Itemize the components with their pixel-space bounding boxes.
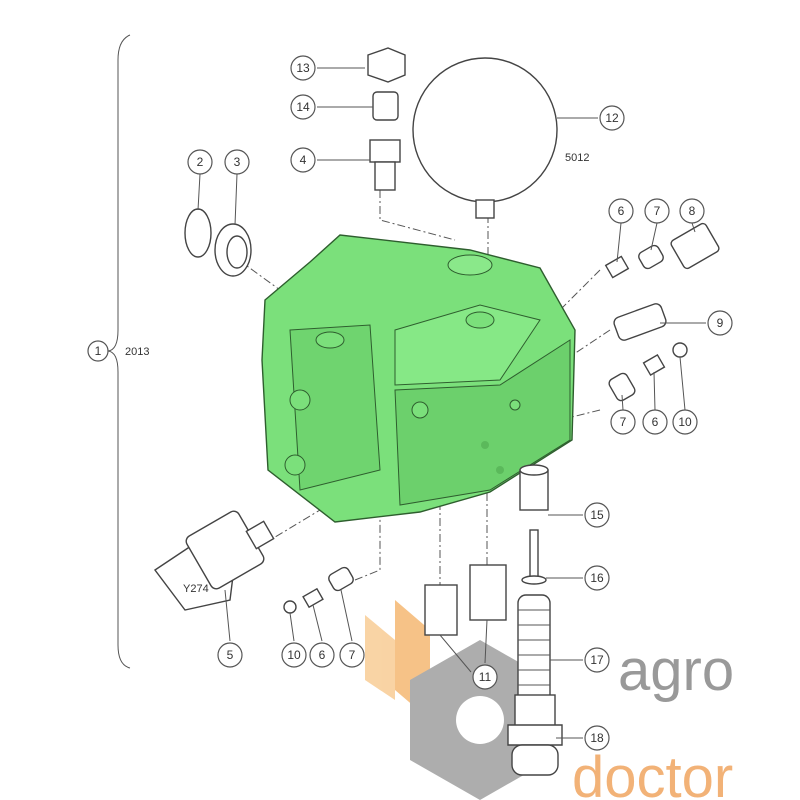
part-6-spring-top	[604, 255, 630, 279]
part-14-plug	[372, 91, 399, 121]
valve-block	[261, 234, 576, 523]
part-9-valve	[613, 303, 667, 341]
callout-5: 5	[217, 642, 243, 668]
part-17-spring	[517, 594, 551, 706]
svg-text:8: 8	[689, 204, 696, 218]
callout-10-mid: 10	[672, 409, 698, 435]
svg-text:11: 11	[479, 670, 492, 684]
svg-text:10: 10	[287, 648, 301, 662]
svg-text:3: 3	[234, 155, 241, 169]
svg-text:5: 5	[227, 648, 234, 662]
part-16-pin	[521, 529, 547, 585]
callout-3: 3	[224, 149, 250, 175]
callout-7-bottom: 7	[339, 642, 365, 668]
part-3-seal	[214, 223, 252, 277]
callout-12: 12	[599, 105, 625, 131]
watermark-agro: agro	[618, 638, 734, 703]
svg-text:7: 7	[654, 204, 661, 218]
svg-text:6: 6	[618, 204, 625, 218]
part-7-plug-bottom	[328, 566, 354, 592]
solenoid-code: Y274	[183, 583, 209, 595]
callout-11: 11	[472, 664, 498, 690]
part-10-ball-mid	[672, 342, 688, 358]
svg-text:6: 6	[652, 415, 659, 429]
svg-text:15: 15	[590, 508, 604, 522]
callout-2: 2	[187, 149, 213, 175]
svg-text:10: 10	[678, 415, 692, 429]
part-2-ring	[184, 208, 212, 258]
svg-text:2: 2	[197, 155, 204, 169]
callout-14: 14	[290, 94, 316, 120]
part-5-solenoid	[153, 510, 275, 611]
callout-13: 13	[290, 55, 316, 81]
accumulator-code: 5012	[565, 152, 589, 164]
callout-17: 17	[584, 647, 610, 673]
callout-6-top: 6	[608, 198, 634, 224]
part-11-fittings	[424, 564, 507, 636]
callout-4: 4	[290, 147, 316, 173]
callout-16: 16	[584, 565, 610, 591]
callout-10-bottom: 10	[281, 642, 307, 668]
part-13-nut	[367, 47, 406, 83]
svg-text:7: 7	[349, 648, 356, 662]
svg-text:16: 16	[590, 571, 604, 585]
part-7-plug-mid	[608, 372, 636, 402]
callout-6-mid: 6	[642, 409, 668, 435]
part-8-fitting	[670, 222, 720, 270]
part-15-sleeve	[519, 464, 549, 511]
svg-text:17: 17	[590, 653, 604, 667]
svg-text:4: 4	[300, 153, 307, 167]
svg-text:18: 18	[590, 731, 604, 745]
svg-text:7: 7	[620, 415, 627, 429]
part-10-ball-bottom	[283, 600, 297, 614]
callout-8: 8	[679, 198, 705, 224]
part-12-accumulator	[412, 57, 558, 219]
svg-text:12: 12	[605, 111, 619, 125]
part-18-fitting	[507, 694, 563, 776]
assembly-code: 2013	[125, 346, 149, 358]
part-4-fitting	[369, 139, 401, 191]
callout-7-top: 7	[644, 198, 670, 224]
watermark-doctor: doctor	[572, 745, 733, 800]
callout-6-bottom: 6	[309, 642, 335, 668]
part-7-plug-top	[638, 244, 664, 270]
callout-1: 1	[87, 340, 109, 362]
part-6-spring-mid	[642, 353, 666, 377]
svg-text:14: 14	[296, 100, 310, 114]
part-6-spring-bottom	[302, 587, 324, 609]
callout-18: 18	[584, 725, 610, 751]
svg-text:6: 6	[319, 648, 326, 662]
svg-text:9: 9	[717, 316, 724, 330]
svg-text:1: 1	[95, 344, 102, 358]
callout-15: 15	[584, 502, 610, 528]
svg-text:13: 13	[296, 61, 310, 75]
callout-7-mid: 7	[610, 409, 636, 435]
callout-9: 9	[707, 310, 733, 336]
